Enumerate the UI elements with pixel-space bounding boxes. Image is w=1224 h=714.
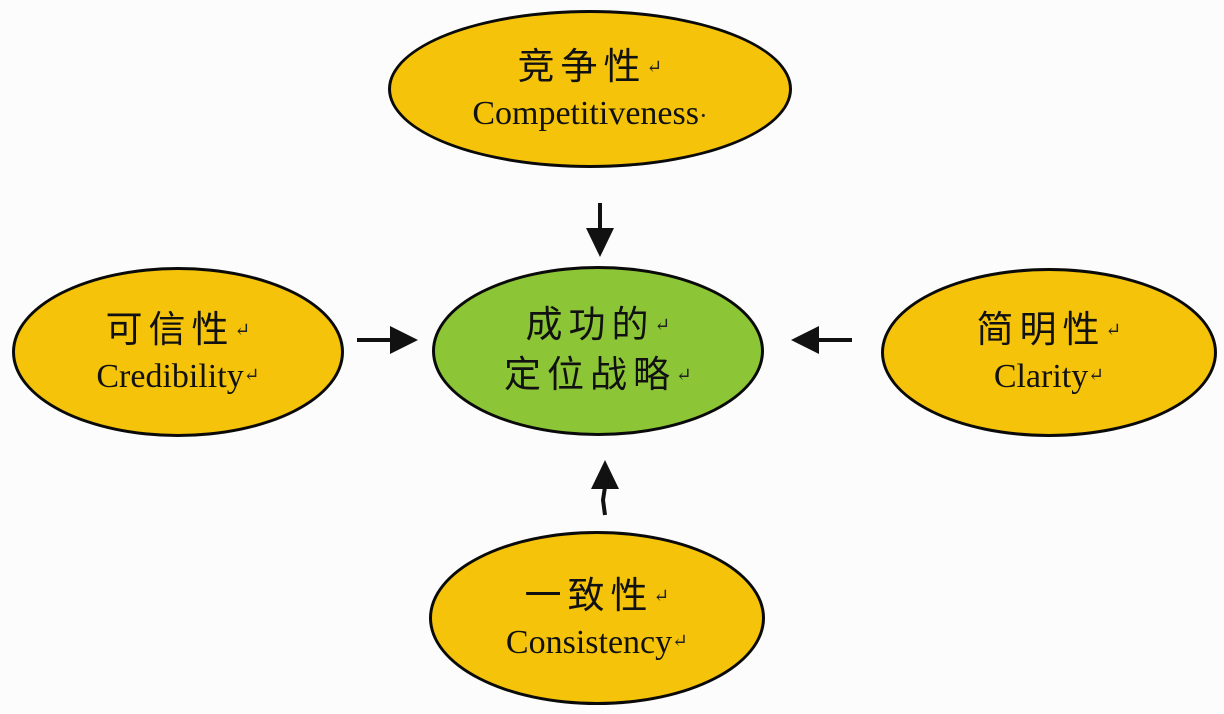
node-competitiveness-zh-text: 竞争性	[517, 46, 647, 88]
node-competitiveness-zh: 竞争性↵	[518, 43, 663, 93]
node-credibility-en: Credibility↵	[96, 356, 259, 399]
return-mark-icon: ↵	[234, 319, 251, 341]
node-clarity-zh-text: 简明性	[976, 310, 1106, 352]
node-competitiveness: 竞争性↵ Competitiveness·	[388, 10, 792, 168]
arrow-bottom-to-center-icon	[585, 458, 625, 518]
node-center-line1-text: 成功的	[525, 305, 655, 347]
node-credibility: 可信性↵ Credibility↵	[12, 267, 344, 437]
node-clarity-zh: 简明性↵	[977, 306, 1122, 356]
node-clarity: 简明性↵ Clarity↵	[881, 268, 1217, 437]
node-clarity-en-text: Clarity	[993, 358, 1089, 396]
return-mark-icon: ↵	[654, 315, 671, 337]
return-mark-icon: ↵	[243, 364, 260, 386]
return-mark-icon: ↵	[1088, 365, 1105, 387]
return-mark-icon: ↵	[1105, 320, 1122, 342]
arrow-left-to-center-icon	[355, 320, 420, 360]
node-center-line2: 定位战略↵	[504, 351, 692, 401]
node-consistency-en: Consistency↵	[506, 622, 688, 665]
node-clarity-en: Clarity↵	[994, 356, 1104, 399]
arrow-right-to-center-icon	[789, 320, 854, 360]
node-consistency-zh: 一致性↵	[525, 572, 670, 622]
return-mark-icon: ↵	[676, 365, 692, 386]
node-credibility-en-text: Credibility	[96, 357, 244, 395]
node-consistency: 一致性↵ Consistency↵	[429, 531, 765, 705]
node-credibility-zh-text: 可信性	[105, 309, 235, 351]
return-mark-icon: ↵	[646, 56, 663, 78]
node-consistency-zh-text: 一致性	[524, 575, 654, 617]
node-center-line2-text: 定位战略	[504, 355, 677, 396]
return-mark-icon: ↵	[653, 585, 670, 607]
node-center-strategy: 成功的↵ 定位战略↵	[432, 266, 764, 436]
node-competitiveness-en-text: Competitiveness	[472, 94, 699, 132]
return-mark-icon: ↵	[672, 630, 689, 652]
node-credibility-zh: 可信性↵	[106, 306, 251, 356]
node-center-line1: 成功的↵	[526, 301, 671, 351]
node-competitiveness-en: Competitiveness·	[472, 93, 707, 136]
return-mark-icon: ·	[698, 100, 708, 130]
arrow-top-to-center-icon	[580, 200, 620, 260]
node-consistency-en-text: Consistency	[505, 623, 673, 661]
